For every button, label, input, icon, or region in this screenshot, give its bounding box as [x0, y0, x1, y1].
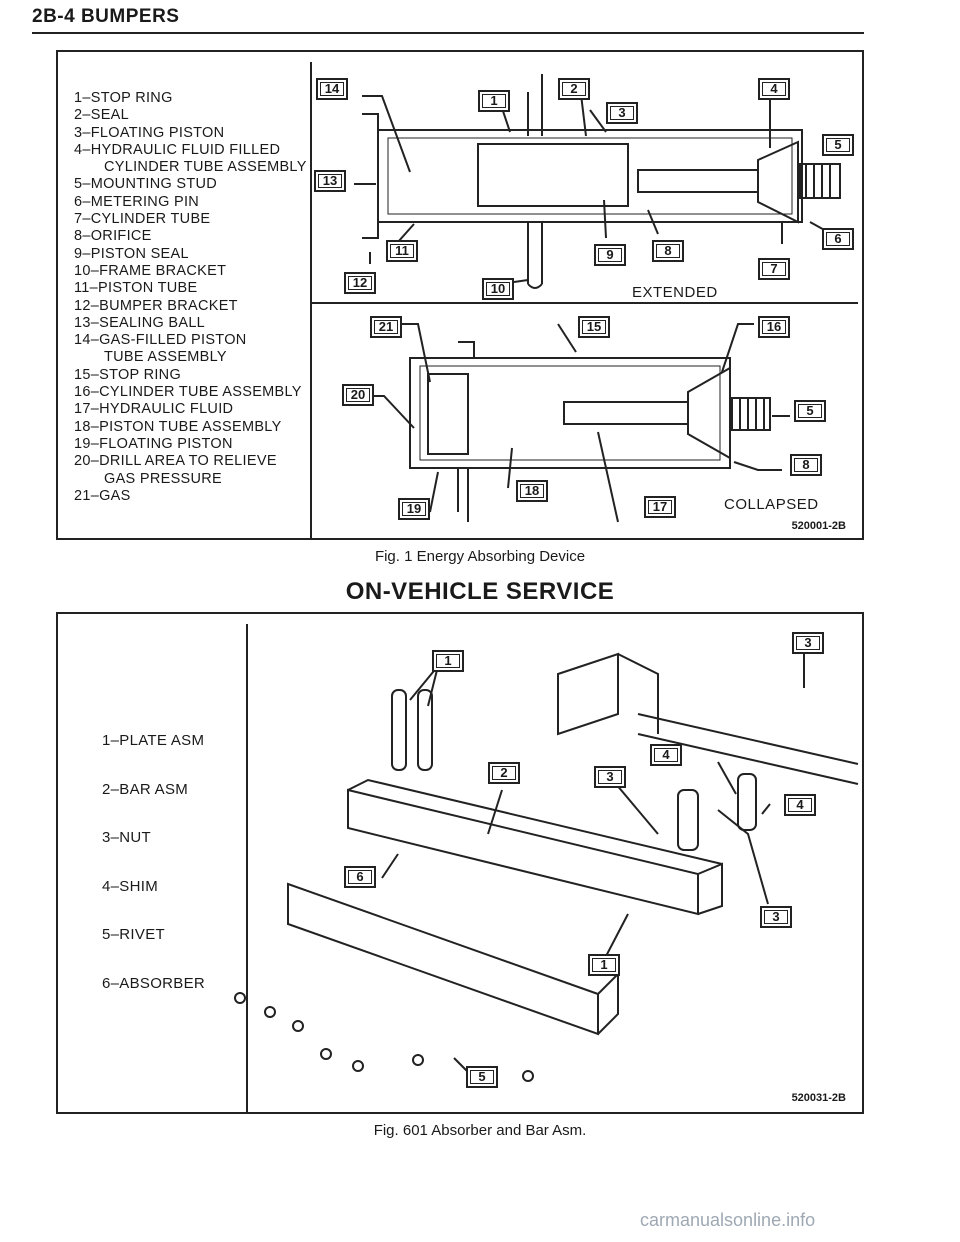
callout-1b: 1 [588, 954, 620, 976]
legend-item: 21–GAS [74, 487, 131, 504]
legend-item: GAS PRESSURE [104, 470, 223, 487]
callout-13: 13 [314, 170, 346, 192]
legend-item: 4–SHIM [102, 877, 158, 895]
collapsed-view-drawing [368, 323, 790, 523]
collapsed-label: COLLAPSED [724, 496, 819, 513]
section-title: ON-VEHICLE SERVICE [345, 578, 615, 605]
callout-15: 15 [578, 316, 610, 338]
callout-2: 2 [488, 762, 520, 784]
legend-item: 16–CYLINDER TUBE ASSEMBLY [74, 384, 302, 401]
legend-item: 6–ABSORBER [102, 974, 206, 992]
callout-12: 12 [344, 272, 376, 294]
callout-4b: 4 [784, 794, 816, 816]
legend-item: 5–RIVET [102, 926, 165, 943]
callout-2: 2 [558, 78, 590, 100]
legend-item: 4–HYDRAULIC FLUID FILLED [74, 141, 281, 158]
callout-20: 20 [342, 384, 374, 406]
legend-item: 15–STOP RING [74, 366, 182, 383]
callout-5: 5 [466, 1066, 498, 1088]
callout-6: 6 [822, 228, 854, 250]
legend-item: 5–MOUNTING STUD [74, 176, 218, 193]
callout-16: 16 [758, 316, 790, 338]
legend-item: 10–FRAME BRACKET [74, 262, 227, 279]
callout-19: 19 [398, 498, 430, 520]
legend-item: 18–PISTON TUBE ASSEMBLY [74, 418, 282, 435]
callout-18: 18 [516, 480, 548, 502]
watermark: carmanualsonline.info [640, 1210, 816, 1230]
legend-item: 9–PISTON SEAL [74, 245, 189, 262]
callout-10: 10 [482, 278, 514, 300]
legend-item: 8–ORIFICE [74, 228, 152, 245]
callout-3: 3 [792, 632, 824, 654]
header-rule [32, 32, 864, 34]
absorber-bar-drawing [234, 652, 859, 1082]
callout-3c: 3 [760, 906, 792, 928]
legend-item: TUBE ASSEMBLY [104, 349, 227, 366]
figure-1-code: 520001-2B [791, 520, 846, 532]
legend-divider [310, 62, 312, 540]
legend-item: 1–PLATE ASM [102, 732, 205, 749]
callout-1: 1 [478, 90, 510, 112]
legend-item: CYLINDER TUBE ASSEMBLY [104, 159, 307, 176]
legend-item: 17–HYDRAULIC FLUID [74, 401, 234, 418]
legend-item: 20–DRILL AREA TO RELIEVE [74, 453, 277, 470]
legend-item: 2–SEAL [74, 107, 130, 124]
callout-4: 4 [758, 78, 790, 100]
callout-5-collapsed: 5 [794, 400, 826, 422]
callout-9: 9 [594, 244, 626, 266]
legend-item: 14–GAS-FILLED PISTON [74, 332, 247, 349]
legend-item: 7–CYLINDER TUBE [74, 211, 211, 228]
figure-1-caption: Fig. 1 Energy Absorbing Device [374, 548, 586, 565]
legend-item: 11–PISTON TUBE [74, 280, 198, 297]
callout-5: 5 [822, 134, 854, 156]
legend-item: 13–SEALING BALL [74, 314, 206, 331]
extended-label: EXTENDED [632, 284, 718, 301]
callout-21: 21 [370, 316, 402, 338]
callout-11: 11 [386, 240, 418, 262]
callout-8-collapsed: 8 [790, 454, 822, 476]
figure-601-legend: 1–PLATE ASM 2–BAR ASM 3–NUT 4–SHIM 5–RIV… [102, 732, 205, 1023]
callout-3: 3 [606, 102, 638, 124]
callout-14: 14 [316, 78, 348, 100]
legend-item: 19–FLOATING PISTON [74, 435, 233, 452]
legend-item: 3–NUT [102, 829, 152, 846]
callout-1: 1 [432, 650, 464, 672]
legend-item: 12–BUMPER BRACKET [74, 297, 238, 314]
callout-3b: 3 [594, 766, 626, 788]
extended-view-drawing [354, 74, 841, 289]
page-header: 2B-4 BUMPERS [32, 6, 180, 27]
callout-6: 6 [344, 866, 376, 888]
callout-7: 7 [758, 258, 790, 280]
legend-item: 1–STOP RING [74, 90, 173, 106]
figure-601-caption: Fig. 601 Absorber and Bar Asm. [373, 1122, 587, 1139]
legend-divider [246, 624, 248, 1114]
callout-8: 8 [652, 240, 684, 262]
figure-1-legend: 1–STOP RING 2–SEAL 3–FLOATING PISTON 4–H… [74, 90, 307, 505]
callout-4: 4 [650, 744, 682, 766]
view-divider [312, 302, 858, 304]
figure-601-absorber-and-bar: 1–PLATE ASM 2–BAR ASM 3–NUT 4–SHIM 5–RIV… [56, 612, 864, 1114]
callout-17: 17 [644, 496, 676, 518]
figure-1-energy-absorbing-device: 1–STOP RING 2–SEAL 3–FLOATING PISTON 4–H… [56, 50, 864, 540]
figure-601-code: 520031-2B [791, 1092, 846, 1104]
legend-item: 6–METERING PIN [74, 193, 200, 210]
legend-item: 2–BAR ASM [102, 780, 189, 798]
legend-item: 3–FLOATING PISTON [74, 124, 225, 141]
